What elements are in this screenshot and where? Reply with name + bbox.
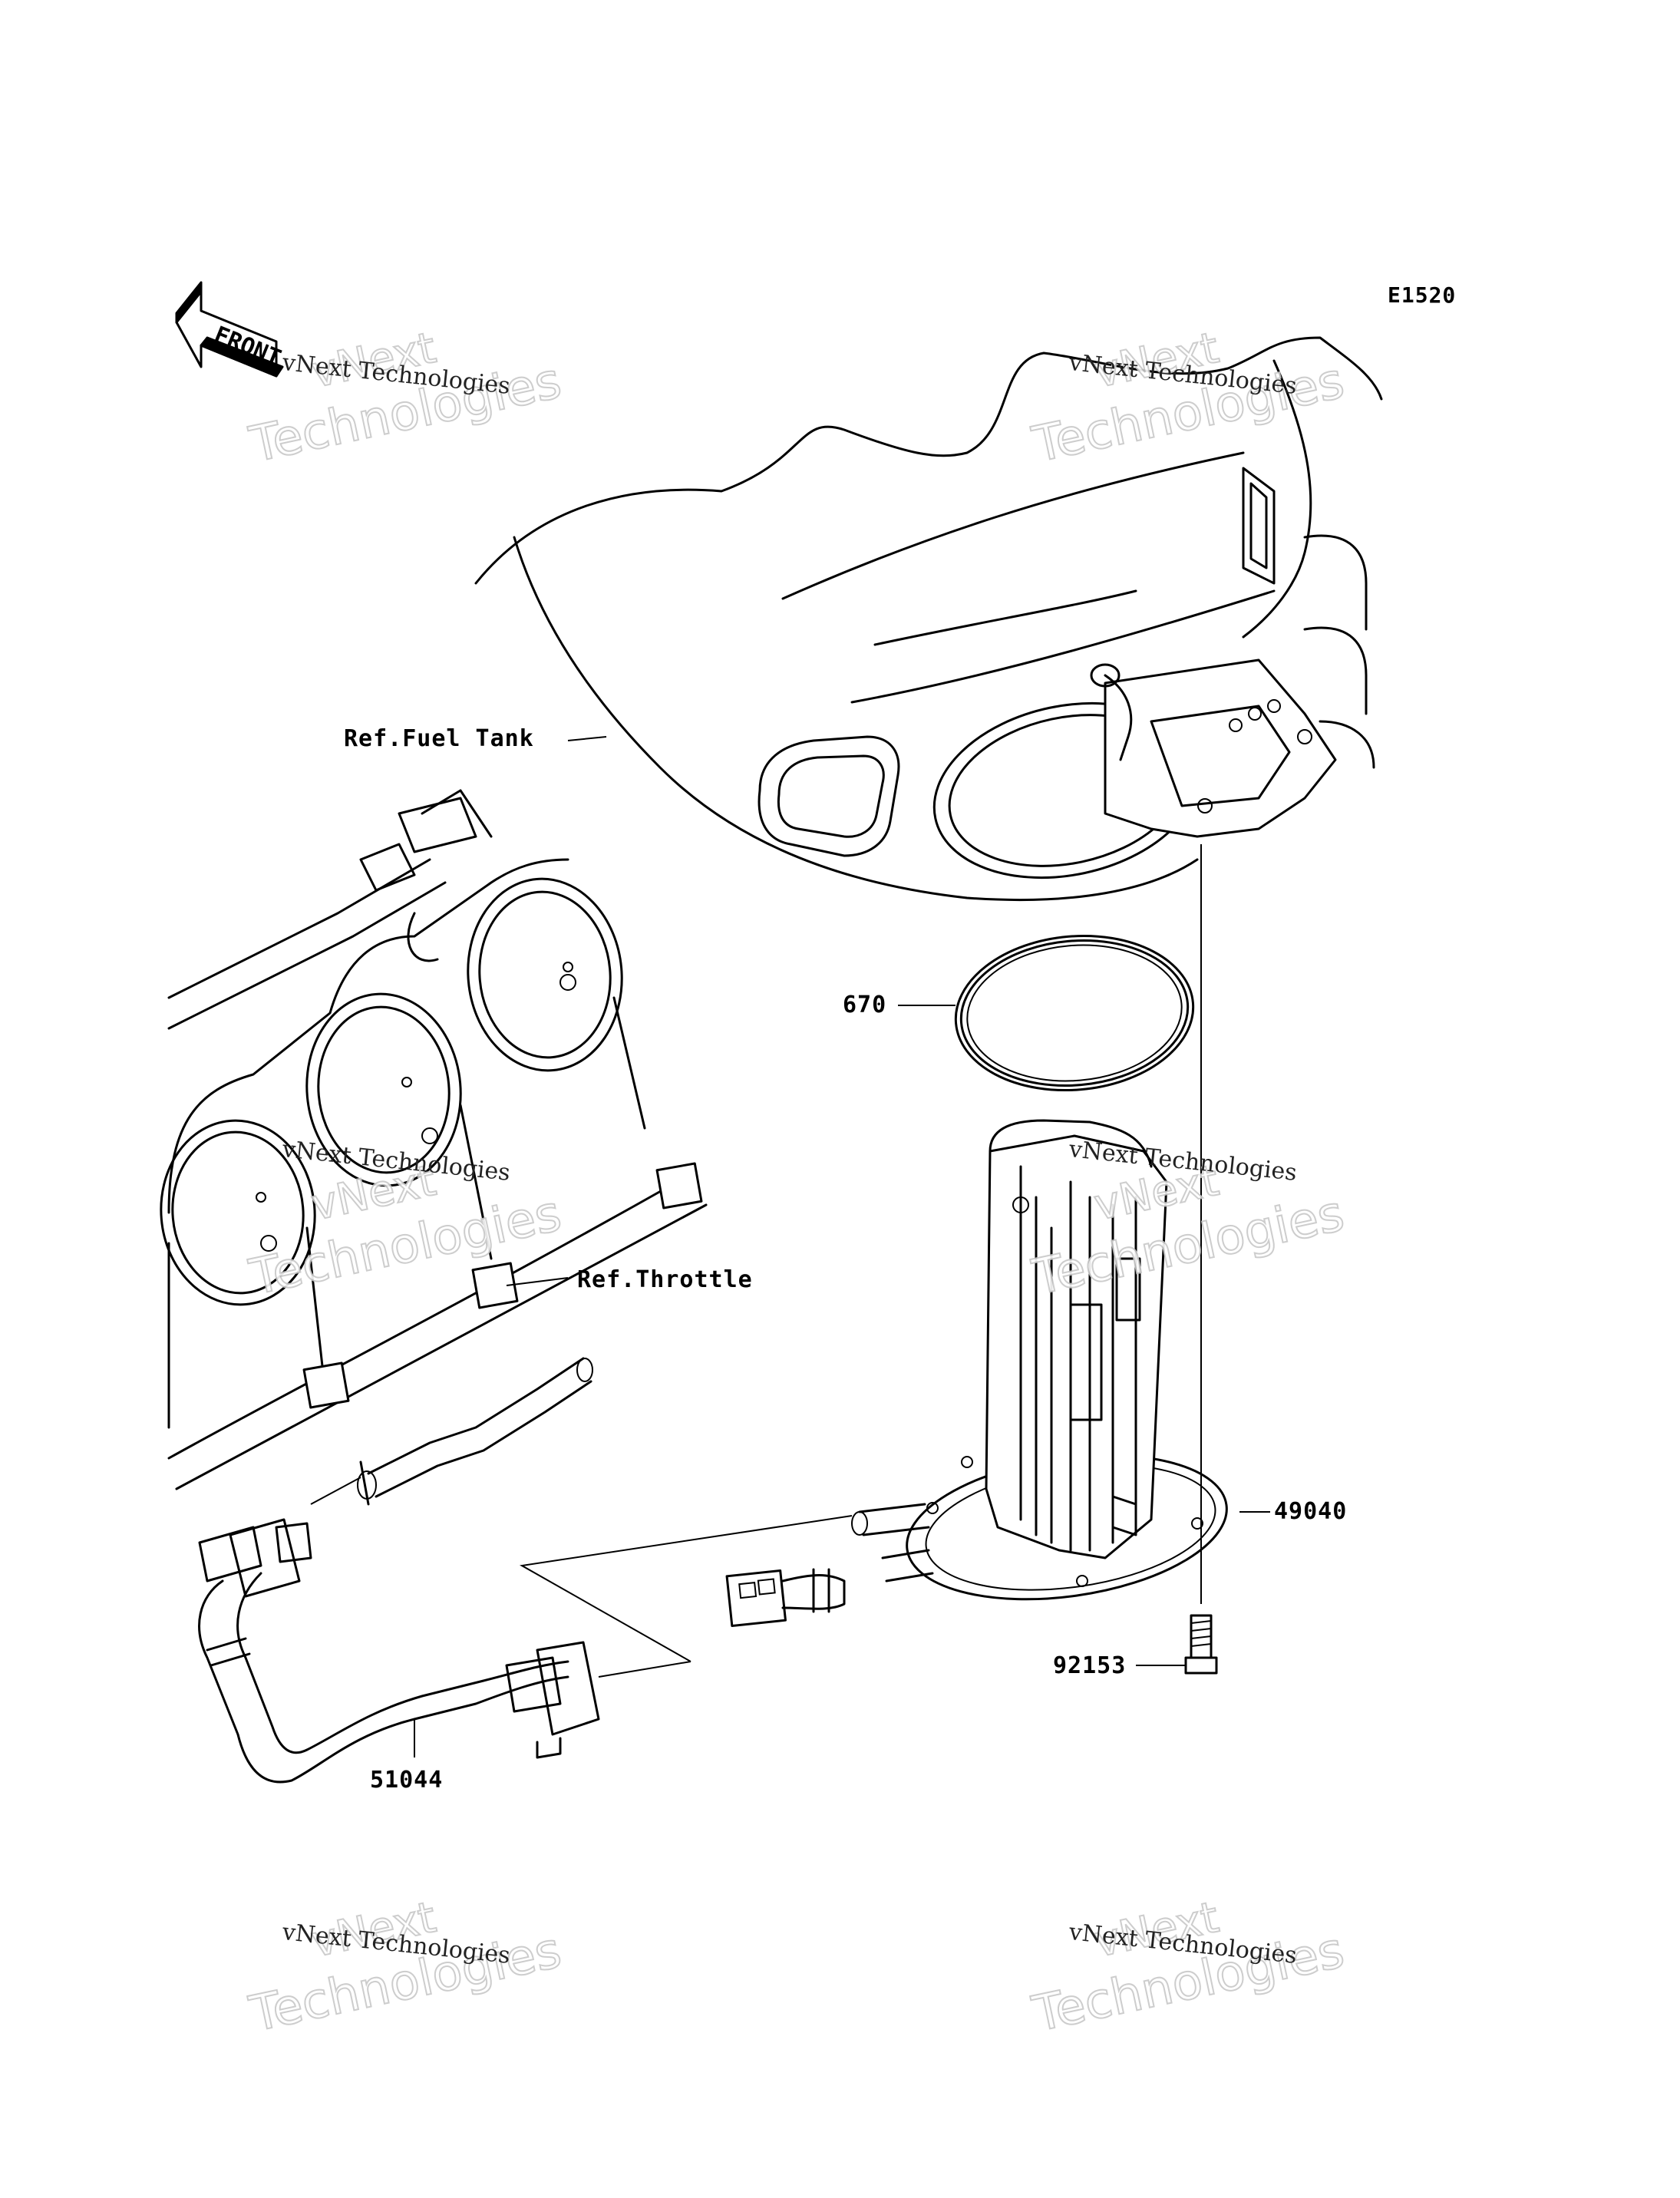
label-throttle: Ref.Throttle (577, 1266, 753, 1293)
front-arrow-icon: FRONT (175, 281, 285, 378)
diagram-code: E1520 (1388, 282, 1457, 308)
o-ring (954, 934, 1195, 1092)
bolt (1184, 1614, 1218, 1675)
throttle-body (160, 789, 708, 1506)
label-fuel-tank: Ref.Fuel Tank (344, 725, 534, 752)
label-o-ring: 670 (843, 992, 887, 1018)
label-fuel-pump: 49040 (1274, 1498, 1348, 1525)
fuel-pump (725, 1119, 1228, 1627)
hose (198, 1477, 853, 1784)
label-hose: 51044 (370, 1767, 444, 1794)
leader-lines (414, 736, 1270, 1757)
label-bolt: 92153 (1053, 1652, 1127, 1679)
fuel-tank (474, 336, 1383, 902)
